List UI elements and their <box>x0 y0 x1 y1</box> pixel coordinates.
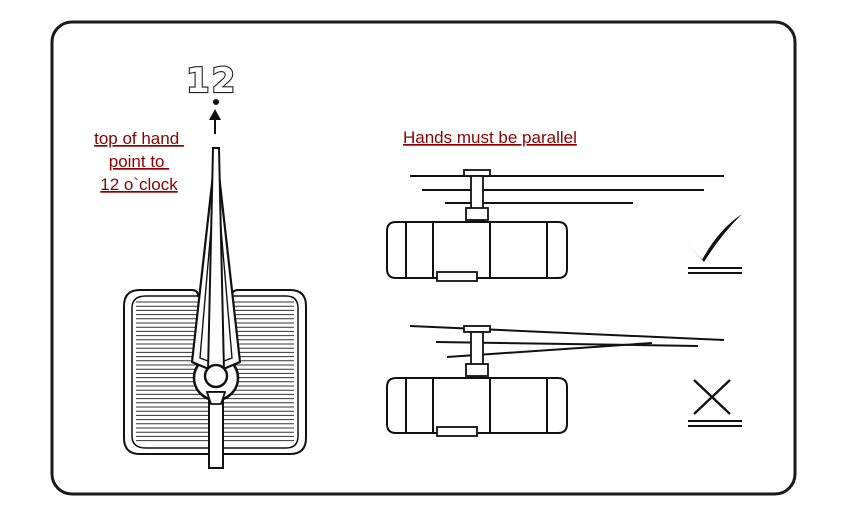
correct-side-view <box>386 169 742 282</box>
side-movement-body <box>386 221 568 279</box>
top-of-hand-line-2: point to <box>109 152 165 171</box>
twelve-dot <box>213 99 219 105</box>
shaft-collar <box>465 207 489 221</box>
side-movement-body-2 <box>386 377 568 434</box>
bottom-tab <box>436 271 478 282</box>
arrow-up-icon <box>209 109 221 134</box>
top-of-hand-line-3: 12 o`clock <box>100 175 178 194</box>
cross-icon <box>688 379 742 427</box>
hand-counterweight-top <box>205 391 227 405</box>
hand-hub-cap <box>203 363 229 389</box>
skewed-hand-line-1 <box>409 325 725 341</box>
incorrect-side-view <box>386 325 742 437</box>
parallel-instruction-label: Hands must be parallel <box>403 128 577 147</box>
movement-front-view: 12 top of hand point to 12 o`clock <box>94 60 307 469</box>
checkmark-icon <box>688 214 742 274</box>
movement-body-inner <box>131 295 299 449</box>
clock-twelve-label: 12 <box>186 61 237 101</box>
top-of-hand-label: top of hand point to 12 o`clock <box>94 129 184 194</box>
bottom-tab-2 <box>436 426 478 437</box>
shaft-collar-2 <box>465 363 489 377</box>
top-of-hand-line-1: top of hand <box>94 129 179 148</box>
